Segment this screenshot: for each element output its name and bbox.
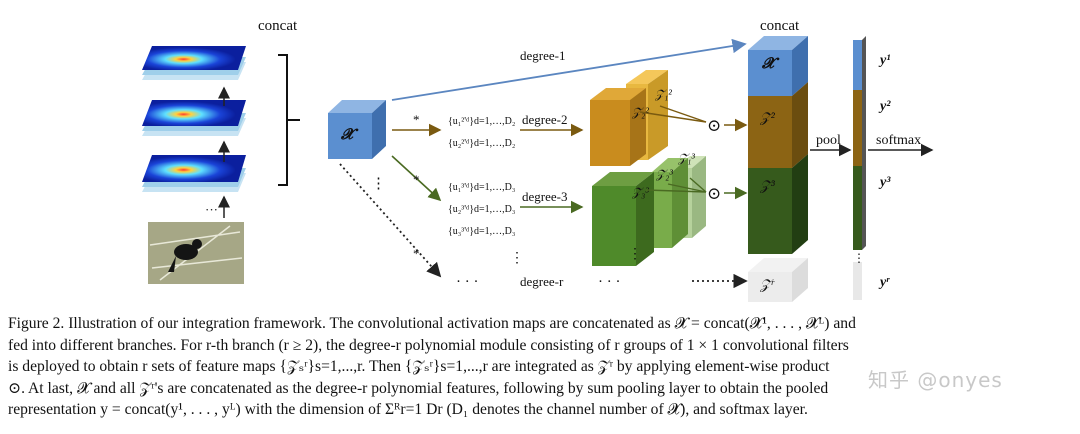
z3-3-label: 𝒵₃³ xyxy=(631,185,649,199)
z2-cubes xyxy=(590,70,668,166)
caption-line-1: Figure 2. Illustration of our integratio… xyxy=(8,315,856,332)
activation-map-stack-3 xyxy=(142,155,246,192)
z3-1-label: 𝒵₁³ xyxy=(677,151,695,165)
concat-z3-cube xyxy=(748,154,808,254)
star-3: * xyxy=(413,172,420,187)
watermark: 知乎 @onyes xyxy=(868,368,1003,392)
z2-to-odot-a xyxy=(639,111,707,123)
concat-z3-label: 𝒵³ xyxy=(759,179,776,194)
y1-label: y¹ xyxy=(878,53,890,68)
odot-3: ⊙ xyxy=(707,184,721,203)
x-to-degree-r-arrow xyxy=(339,163,442,278)
u-ellipsis: ⋮ xyxy=(510,251,524,266)
degree-r-label: degree-r xyxy=(520,274,564,289)
concat-z2-cube xyxy=(748,82,808,168)
z3-to-odot-a xyxy=(645,189,707,193)
softmax-label: softmax xyxy=(876,133,921,148)
concat-right-label: concat xyxy=(760,18,800,34)
degree-3-label: degree-3 xyxy=(522,189,567,204)
degree-r-ellipsis-left: · · · xyxy=(456,274,479,290)
degree-1-label: degree-1 xyxy=(520,48,565,63)
concat-x-cube xyxy=(748,36,808,96)
bird-input-image xyxy=(148,222,244,284)
figure-caption: Figure 2. Illustration of our integratio… xyxy=(8,313,1072,421)
caption-line-5: representation y = concat(y¹, . . . , yᴸ… xyxy=(8,401,808,418)
odot-2: ⊙ xyxy=(707,116,721,135)
y-vector xyxy=(853,36,866,300)
star-r: * xyxy=(413,246,420,261)
x-to-degree-3-arrow xyxy=(391,155,442,202)
star-2: * xyxy=(413,112,420,127)
yr-label: yʳ xyxy=(878,275,890,290)
x-cube xyxy=(328,100,386,159)
concat-bracket xyxy=(278,54,300,186)
degree-1-arrow xyxy=(391,38,747,101)
u3-2-label: {u₂³'ᵈ}d=1,…,D₃ xyxy=(448,204,515,215)
framework-figure: concat ··· 𝓧 ⋮ degree-1 * xyxy=(142,18,934,302)
concat-left-label: concat xyxy=(258,18,298,34)
activation-map-stack-1 xyxy=(142,46,246,80)
caption-line-3: is deployed to obtain r sets of feature … xyxy=(8,358,830,375)
concat-zr-label: 𝒵ʳ xyxy=(759,278,775,293)
degree-r-ellipsis-right: · · · xyxy=(598,274,621,290)
pool-label: pool xyxy=(816,133,841,148)
z3-2-label: 𝒵₂³ xyxy=(655,167,673,181)
degree-2-label: degree-2 xyxy=(522,112,567,127)
z2-to-odot-b xyxy=(659,105,707,123)
z3-to-odot-b xyxy=(667,183,707,193)
y2-label: y² xyxy=(878,99,891,114)
caption-line-2: fed into different branches. For r-th br… xyxy=(8,336,849,354)
z2-1-label: 𝒵₁² xyxy=(654,87,672,101)
z3-to-odot-c xyxy=(689,177,707,193)
activation-map-stack-2 xyxy=(142,100,246,136)
u2-1-label: {u₁²'ᵈ}d=1,…,D₂ xyxy=(448,116,515,127)
concat-z2-label: 𝒵² xyxy=(759,111,776,126)
caption-line-4: ⊙. At last, 𝓧 and all 𝒵ʳ's are concatena… xyxy=(8,379,829,397)
u2-2-label: {u₂²'ᵈ}d=1,…,D₂ xyxy=(448,138,515,149)
z3-cubes xyxy=(592,156,706,266)
u3-3-label: {u₃³'ᵈ}d=1,…,D₃ xyxy=(448,226,515,237)
x-cube-ellipsis: ⋮ xyxy=(371,176,386,192)
y3-label: y³ xyxy=(878,175,891,190)
concat-zr-cube xyxy=(748,258,808,302)
cube-ellipsis: ⋮ xyxy=(628,247,642,262)
y-ellipsis: ⋮ xyxy=(853,251,865,265)
stack-ellipsis: ··· xyxy=(205,202,218,217)
u3-1-label: {u₁³'ᵈ}d=1,…,D₃ xyxy=(448,182,515,193)
